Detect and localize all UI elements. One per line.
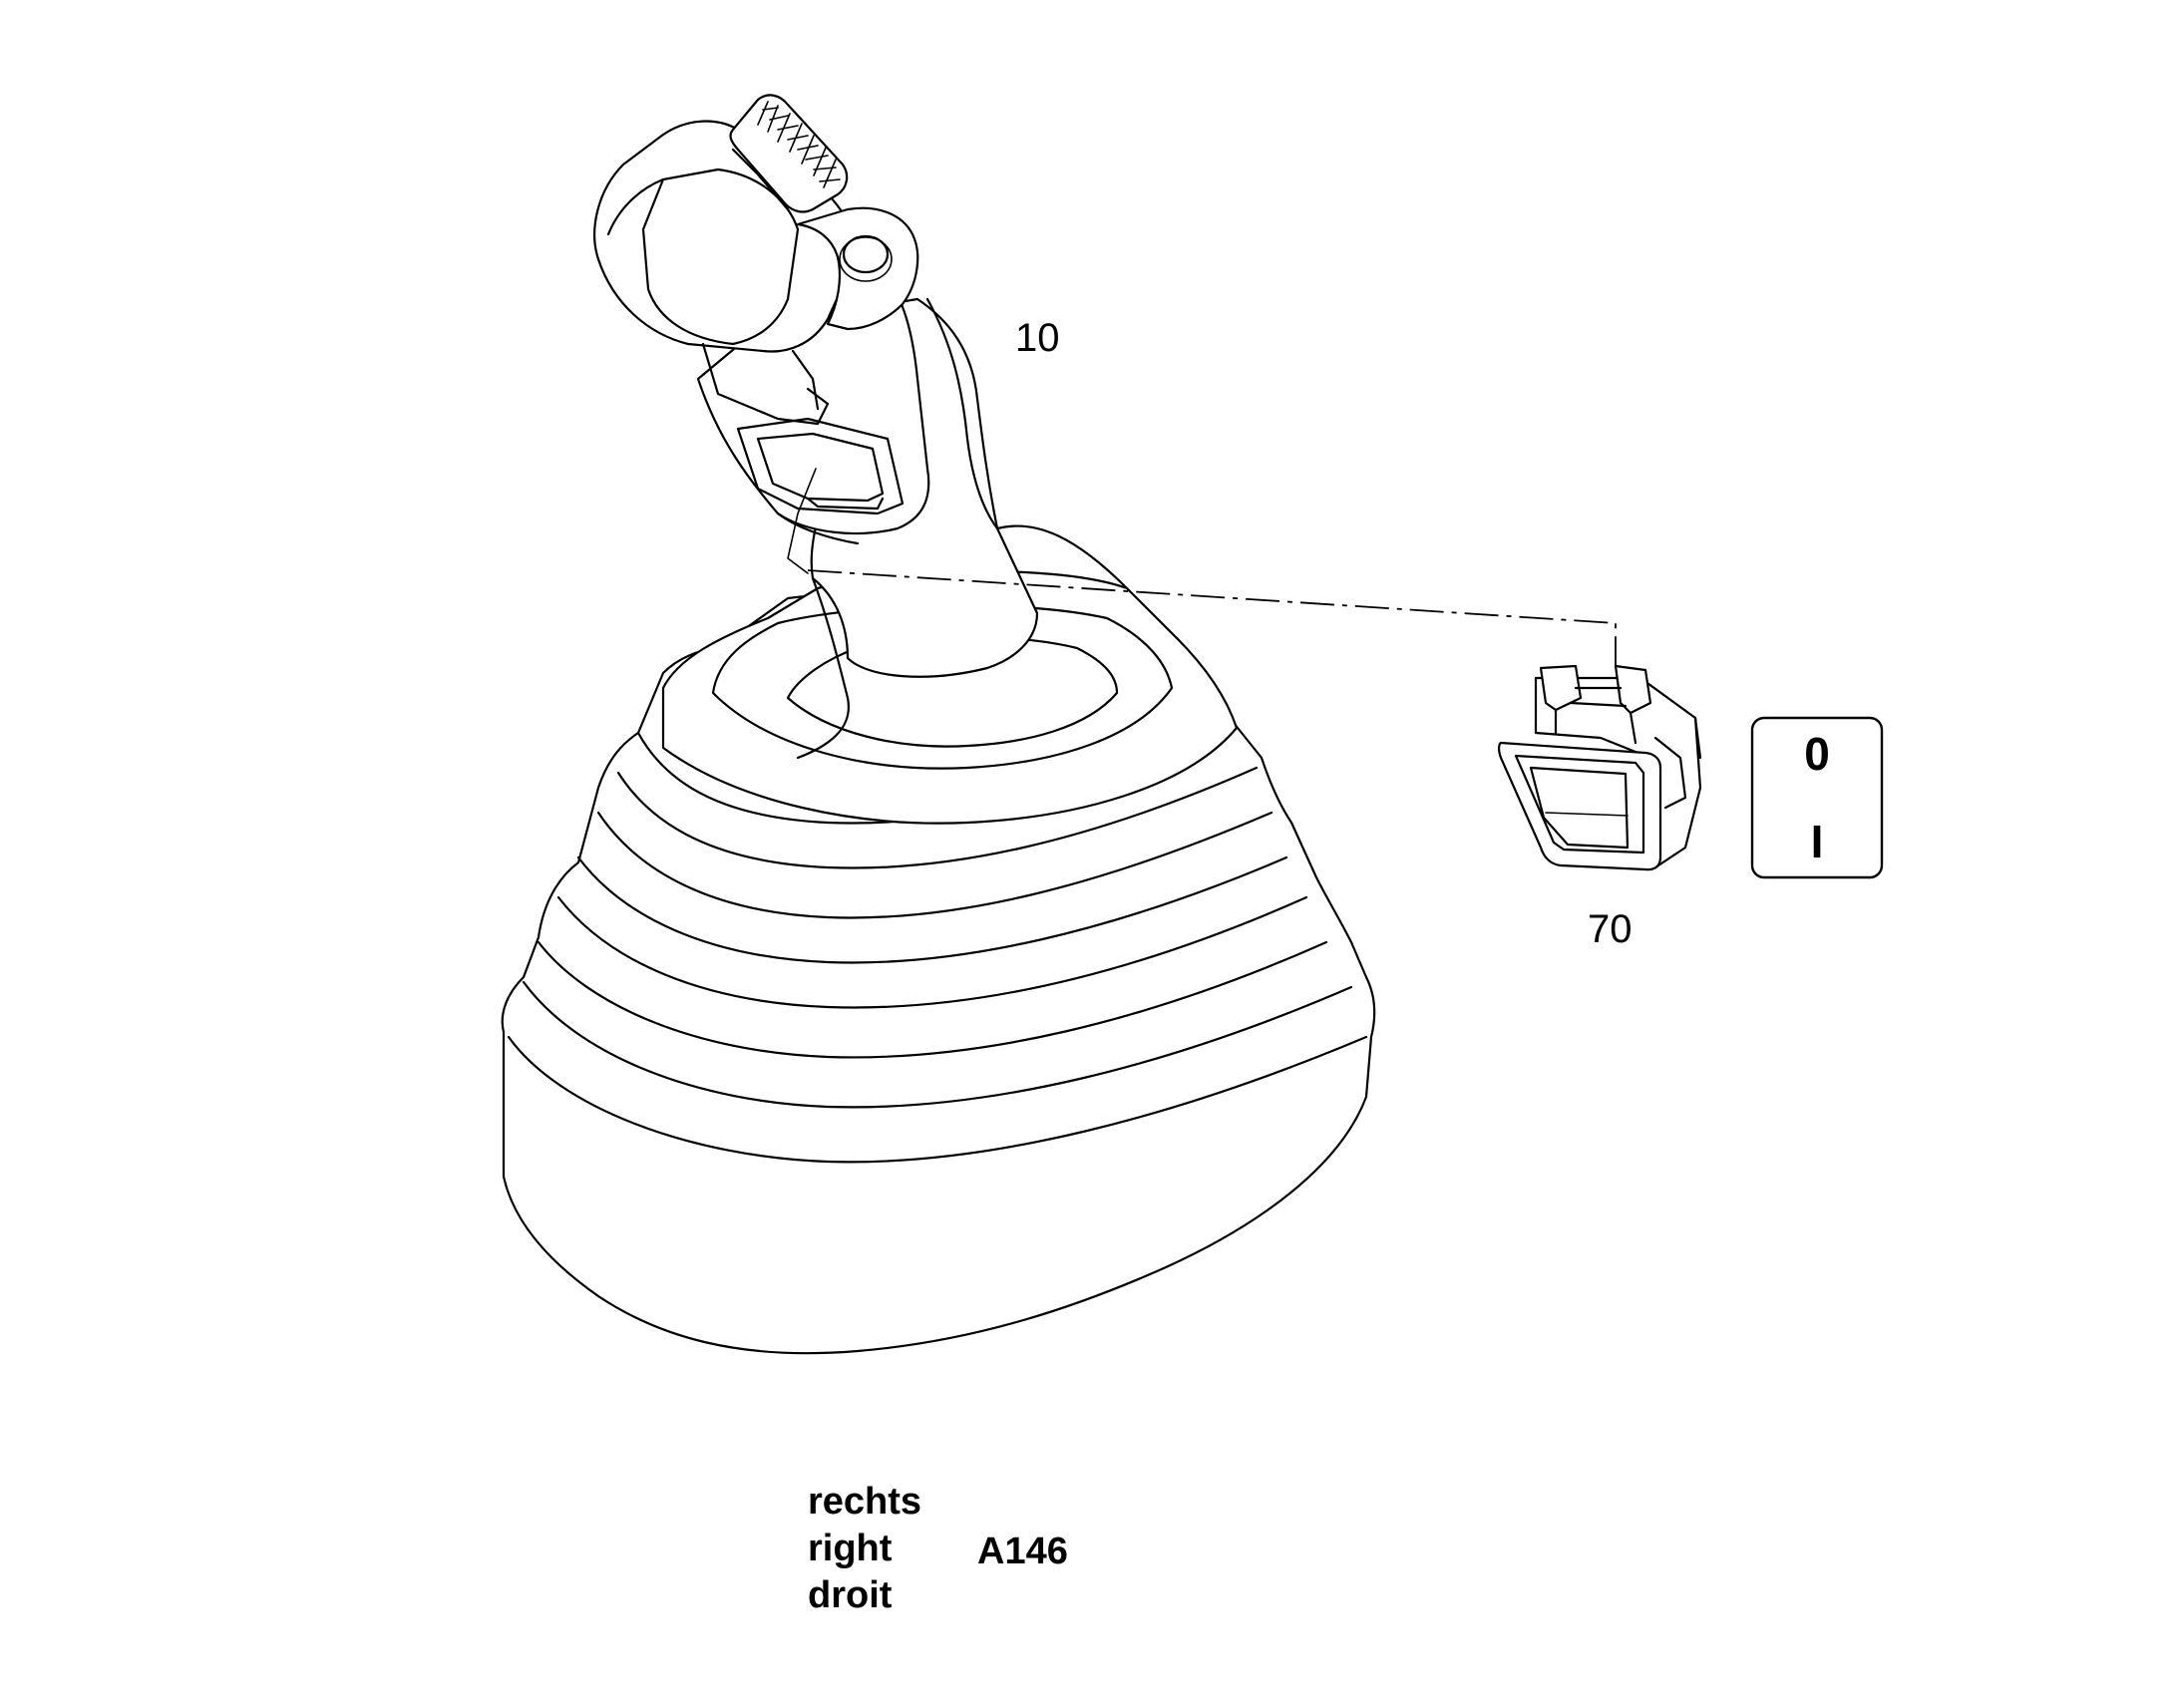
boot-ridge: [556, 895, 1308, 1009]
callout-joystick: 10: [1015, 316, 1060, 360]
grip-line: [776, 512, 860, 545]
stick-edge: [925, 297, 999, 530]
grip-window-slot: [806, 497, 885, 511]
boot-seam: [796, 576, 850, 760]
joystick-assembly-icon: [501, 94, 1376, 1355]
leader-tick: [787, 468, 817, 574]
symbol-off: 0: [1804, 728, 1830, 780]
switch-clip-line: [1554, 686, 1637, 745]
boot-ridge: [537, 940, 1328, 1059]
caption-line-en: right: [808, 1528, 893, 1569]
grip-head-edge: [606, 168, 800, 346]
symbol-on: I: [1811, 816, 1824, 867]
leader-dashdot: [807, 569, 1617, 668]
caption: rechts right droit A146: [808, 1481, 1068, 1616]
switch-clip: [1539, 664, 1583, 712]
callout-switch: 70: [1588, 907, 1633, 951]
boot-ridge: [616, 766, 1259, 869]
switch-clip: [1614, 664, 1652, 715]
grip-underside: [701, 342, 830, 426]
grip-button-rim: [839, 236, 893, 282]
grip-window: [736, 417, 905, 515]
leader-line: [787, 468, 1617, 668]
caption-code: A146: [977, 1531, 1068, 1572]
grip-head-edge: [641, 177, 735, 346]
stick-flare: [995, 524, 1129, 590]
switch-bezel-inner: [1514, 754, 1645, 854]
boot-ridge: [522, 980, 1353, 1109]
thumb-roller-knurl: [757, 101, 837, 188]
switch-side-tab: [1653, 716, 1702, 810]
grip-button-icon: [842, 234, 890, 274]
boot-ridge: [507, 1035, 1368, 1164]
boot-collar: [661, 570, 1239, 825]
thumb-roller: [729, 94, 849, 213]
boot-ridge: [596, 811, 1273, 919]
boot-ridge: [576, 855, 1288, 964]
caption-line-fr: droit: [808, 1574, 893, 1616]
boot-collar-inner: [711, 604, 1174, 770]
rocker-switch-icon: [1498, 664, 1702, 871]
thumb-roller-base: [731, 148, 790, 211]
grip-window-inner: [756, 432, 885, 503]
caption-line-de: rechts: [808, 1481, 921, 1523]
on-off-symbol-icon: 0 I: [1750, 716, 1884, 879]
grip-underside: [791, 349, 820, 411]
switch-rocker-split: [1545, 812, 1629, 817]
symbol-frame: [1750, 716, 1884, 879]
switch-rocker: [1529, 766, 1630, 850]
